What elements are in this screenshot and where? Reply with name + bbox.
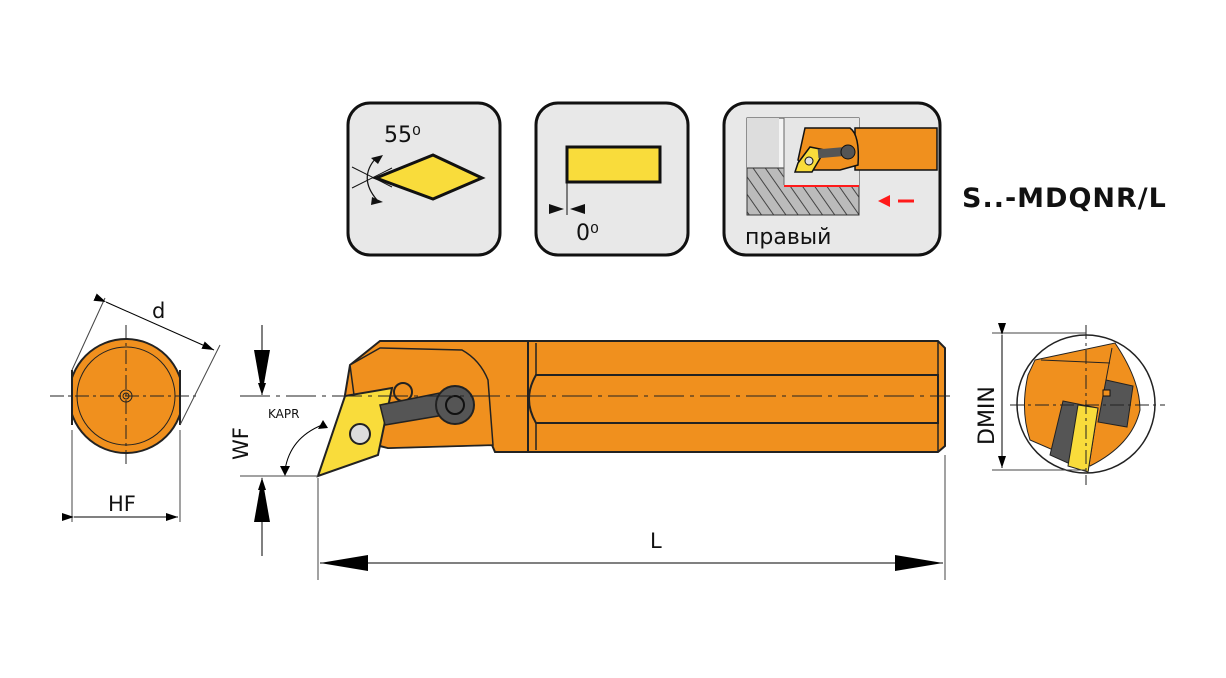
kapr-dimension-label: KAPR bbox=[268, 407, 299, 421]
l-dimension-label: L bbox=[650, 529, 662, 553]
d-dimension-label: d bbox=[152, 299, 165, 323]
left-end-view: d HF bbox=[50, 293, 221, 522]
clearance-angle-label: 0⁰ bbox=[576, 221, 599, 246]
hand-label: правый bbox=[745, 225, 831, 250]
clearance-angle-icon: 0⁰ bbox=[534, 101, 690, 257]
dmin-dimension-label: DMIN bbox=[975, 386, 1000, 445]
wf-dimension-label: WF bbox=[229, 427, 253, 460]
insert-angle-label: 55⁰ bbox=[384, 123, 421, 148]
right-end-view: DMIN bbox=[975, 323, 1165, 485]
insert-shape-icon: 55⁰ bbox=[346, 101, 502, 257]
holder-side-view: WF KAPR L bbox=[229, 325, 950, 580]
hf-dimension-label: HF bbox=[108, 492, 136, 516]
hand-direction-icon: правый bbox=[722, 101, 942, 257]
product-title: S..-MDQNR/L bbox=[962, 183, 1167, 214]
